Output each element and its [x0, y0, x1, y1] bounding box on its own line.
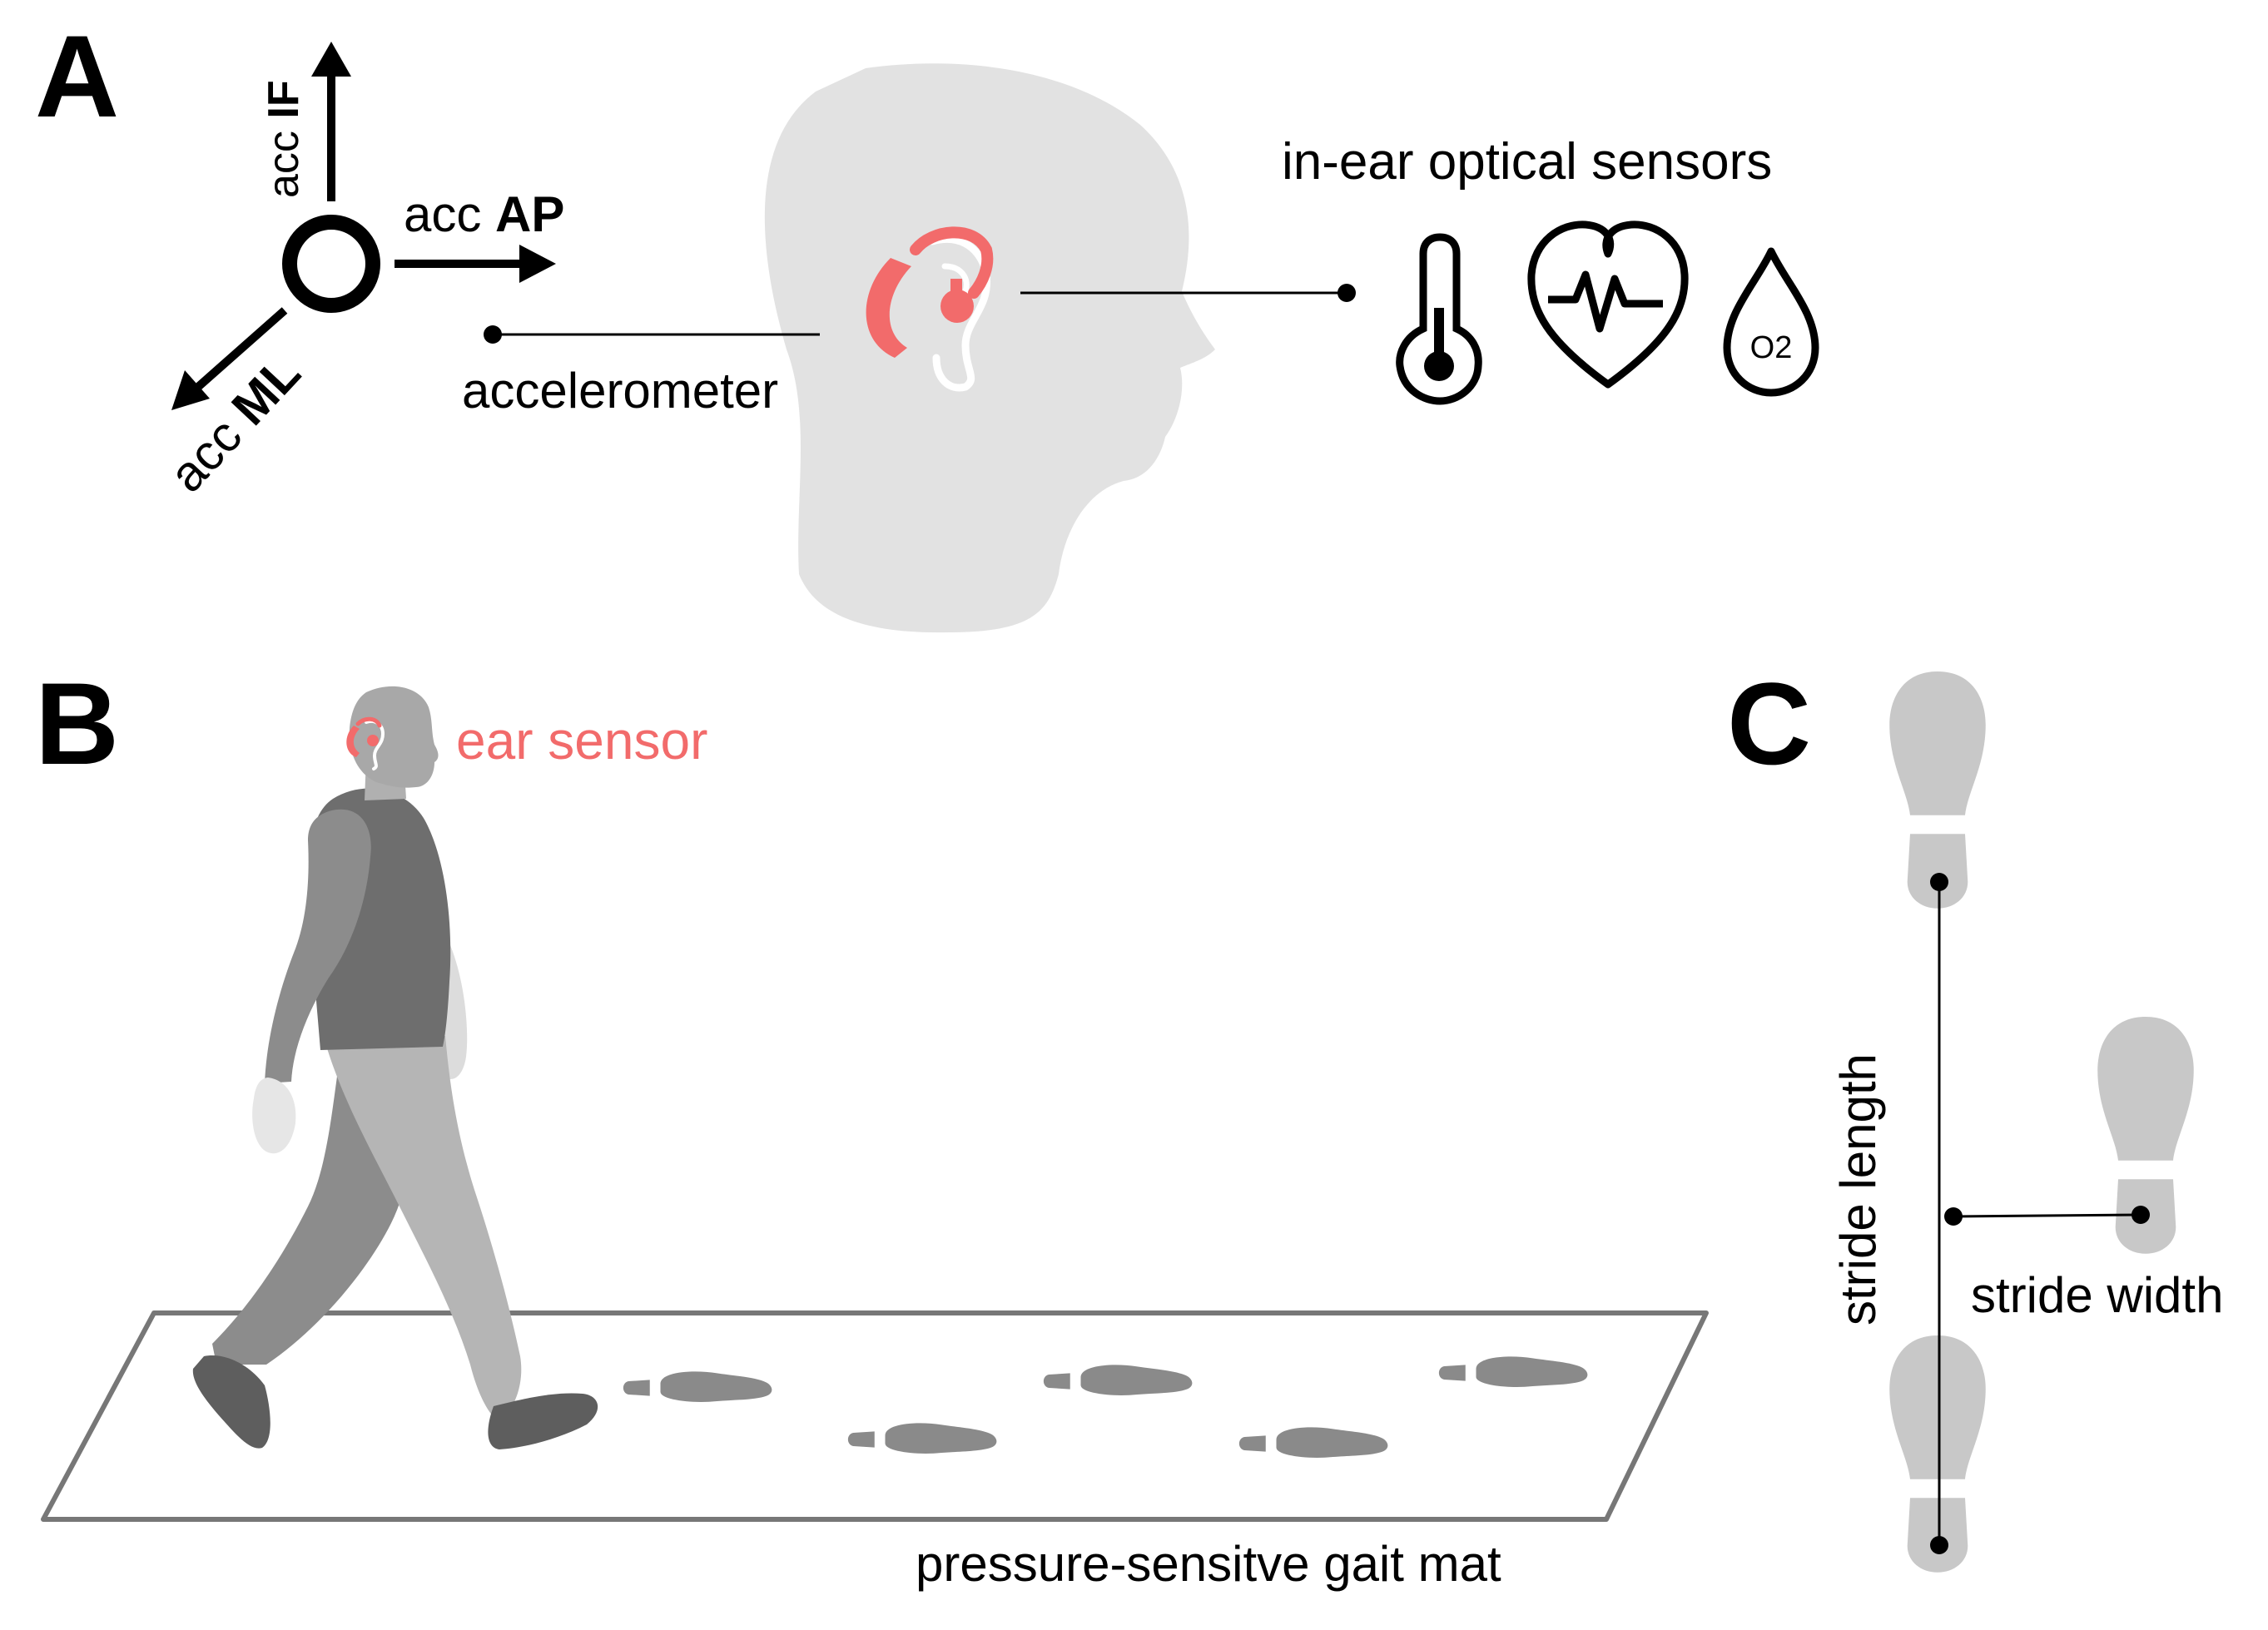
ml-axis-arrow	[171, 307, 288, 410]
accelerometer-pointer	[484, 325, 820, 344]
gait-mat-label: pressure-sensitve gait mat	[916, 1536, 1501, 1592]
ml-axis-label: acc ML	[159, 344, 311, 503]
footprint-top-left	[1889, 671, 1986, 909]
panel-label-a: A	[35, 11, 119, 141]
stride-width-line	[1953, 1213, 2141, 1218]
thermometer-icon	[1396, 233, 1482, 405]
origin-circle	[282, 215, 380, 313]
optical-sensors-label: in-ear optical sensors	[1282, 133, 1772, 191]
optical-sensors-pointer	[1020, 284, 1356, 302]
heart-rate-icon	[1527, 220, 1689, 389]
stride-width-label: stride width	[1971, 1267, 2223, 1323]
footprint	[623, 1371, 772, 1402]
footprint	[1238, 1427, 1388, 1458]
stride-width-point	[2132, 1206, 2150, 1224]
footprint	[1043, 1365, 1193, 1395]
walking-person	[192, 686, 598, 1449]
oxygen-drop-icon: O2	[1723, 247, 1819, 397]
o2-label: O2	[1750, 330, 1793, 365]
ear-sensor-small	[346, 716, 385, 770]
stride-length-point	[1930, 1536, 1948, 1554]
mat-footprints	[623, 1356, 1588, 1458]
panel-label-c: C	[1727, 658, 1811, 789]
axes-diagram: acc IF acc AP acc ML	[159, 42, 564, 503]
ear-sensor-device	[866, 226, 994, 392]
head-silhouette	[764, 63, 1215, 633]
gait-mat	[41, 1310, 1709, 1522]
head-illustration	[764, 63, 1215, 633]
stride-length-point	[1930, 873, 1948, 891]
if-axis-arrow	[311, 42, 351, 201]
stride-length-label: stride length	[1830, 1053, 1886, 1325]
panel-label-b: B	[35, 658, 119, 789]
if-axis-label: acc IF	[260, 80, 308, 198]
footprint	[847, 1423, 997, 1454]
ap-axis-label: acc AP	[404, 186, 564, 242]
stride-diagram	[1889, 671, 2194, 1573]
accelerometer-label: accelerometer	[462, 363, 778, 419]
footprint	[1438, 1356, 1588, 1387]
ear-sensor-label: ear sensor	[456, 711, 707, 770]
stride-width-point	[1944, 1207, 1963, 1226]
ap-axis-arrow	[395, 245, 556, 283]
